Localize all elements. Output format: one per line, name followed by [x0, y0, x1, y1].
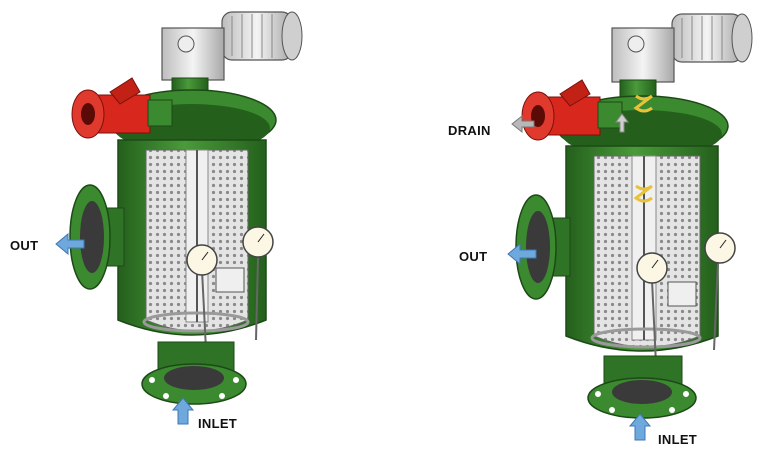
- left-outlet-flange: [69, 184, 125, 290]
- right-filter: [507, 13, 753, 441]
- left-motor: [221, 11, 303, 61]
- left-out-label: OUT: [10, 238, 39, 253]
- left-pressure-gauges: [186, 226, 274, 351]
- right-inlet-flange: [587, 355, 697, 419]
- left-inlet-arrow: [171, 397, 195, 425]
- right-outlet-flange: [515, 194, 571, 300]
- left-inlet-label: INLET: [198, 416, 238, 431]
- right-motor: [671, 13, 753, 63]
- right-gearbox: [611, 27, 675, 83]
- right-up-arrow: [615, 113, 629, 133]
- right-out-label: OUT: [459, 249, 488, 264]
- right-drain-label: DRAIN: [448, 123, 491, 138]
- left-inlet-flange: [141, 341, 247, 405]
- right-inlet-label: INLET: [658, 432, 698, 447]
- right-drain-valve: [521, 79, 623, 141]
- left-filter: [55, 11, 303, 425]
- right-inlet-arrow: [628, 413, 652, 441]
- left-gearbox: [161, 27, 225, 81]
- right-drain-arrow: [511, 114, 535, 134]
- left-drain-valve: [71, 77, 173, 139]
- right-out-arrow: [507, 242, 537, 266]
- right-pressure-gauges: [636, 232, 736, 365]
- left-out-arrow: [55, 232, 85, 256]
